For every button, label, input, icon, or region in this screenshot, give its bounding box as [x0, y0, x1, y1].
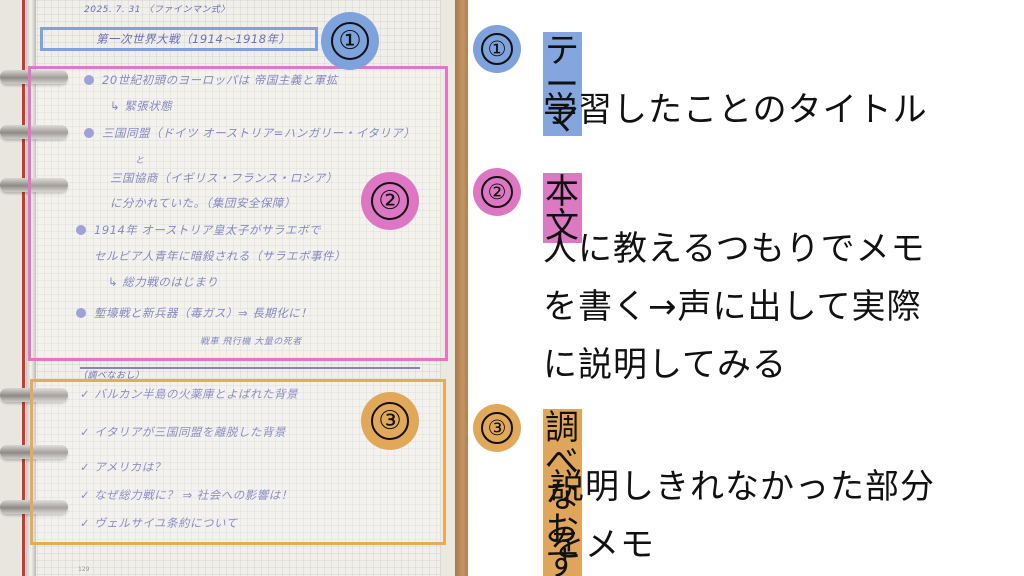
body-line: ↳ 総力戦のはじまり	[108, 275, 219, 289]
legend-badge-1-icon: ①	[473, 25, 521, 73]
divider-line	[80, 367, 420, 369]
body-line: 三国協商（イギリス・フランス・ロシア）	[110, 171, 338, 185]
review-item: ✓ アメリカは？	[80, 460, 166, 474]
legend-line: をメモ	[550, 525, 655, 565]
bullet-icon	[76, 225, 86, 235]
binder-ring-icon	[0, 125, 68, 139]
binder-rod	[26, 0, 36, 576]
legend-badge-3-icon: ③	[473, 404, 521, 452]
badge-1-icon: ①	[321, 12, 379, 70]
binder-ring-icon	[0, 500, 68, 514]
bullet-icon	[76, 308, 86, 318]
review-item: ✓ ヴェルサイユ条約について	[80, 516, 238, 530]
review-item: ✓ バルカン半島の火薬庫とよばれた背景	[80, 387, 298, 401]
bullet-icon	[84, 128, 94, 138]
legend-line: を書く→声に出して実際	[543, 287, 922, 327]
body-line: 戦車 飛行機 大量の死者	[200, 337, 302, 347]
body-line: 塹壕戦と新兵器（毒ガス）⇒ 長期化に！	[76, 305, 312, 321]
legend-title: 調べなおすこと	[543, 409, 582, 576]
binder-ring-icon	[0, 388, 68, 402]
page-number: 129	[78, 566, 90, 573]
binder-cover-edge	[455, 0, 468, 576]
body-line: セルビア人青年に暗殺される（サラエボ事件）	[94, 249, 346, 263]
body-line: 三国同盟（ドイツ オーストリア=ハンガリー・イタリア）	[84, 125, 415, 141]
review-heading: （調べなおし）	[78, 371, 145, 381]
notebook-photo: 2025. 7. 31 〈ファインマン式〉 第一次世界大戦（1914〜1918年…	[0, 0, 468, 576]
legend-badge-2-icon: ②	[473, 168, 521, 216]
body-line: 20世紀初頭のヨーロッパは 帝国主義と軍拡	[84, 72, 338, 88]
body-line: ↳ 緊張状態	[110, 99, 173, 113]
binder-ring-icon	[0, 445, 68, 459]
theme-highlight-box	[40, 27, 318, 51]
legend-title: 本文	[543, 172, 582, 246]
badge-3-icon: ③	[361, 392, 419, 450]
bullet-icon	[84, 75, 94, 85]
body-line: に分かれていた。（集団安全保障）	[110, 196, 296, 210]
notebook-page	[30, 0, 455, 576]
legend-line: に説明してみる	[543, 345, 787, 385]
bookmark-ribbon	[22, 0, 25, 576]
body-line: 1914年 オーストリア皇太子がサラエボで	[76, 222, 321, 238]
theme-line: 第一次世界大戦（1914〜1918年）	[96, 32, 291, 46]
binder-ring-icon	[0, 70, 68, 84]
review-item: ✓ イタリアが三国同盟を離脱した背景	[80, 425, 286, 439]
review-item: ✓ なぜ総力戦に？ ⇒ 社会への影響は！	[80, 488, 293, 502]
date-header: 2025. 7. 31 〈ファインマン式〉	[84, 5, 230, 15]
body-line: と	[135, 156, 145, 166]
legend-line: 説明しきれなかった部分	[550, 467, 935, 507]
badge-2-icon: ②	[361, 172, 419, 230]
legend-line: 人に教えるつもりでメモ	[543, 229, 926, 269]
binder-ring-icon	[0, 178, 68, 192]
legend-title: テーマ	[543, 31, 582, 139]
legend-line: 学習したことのタイトル	[543, 90, 928, 130]
